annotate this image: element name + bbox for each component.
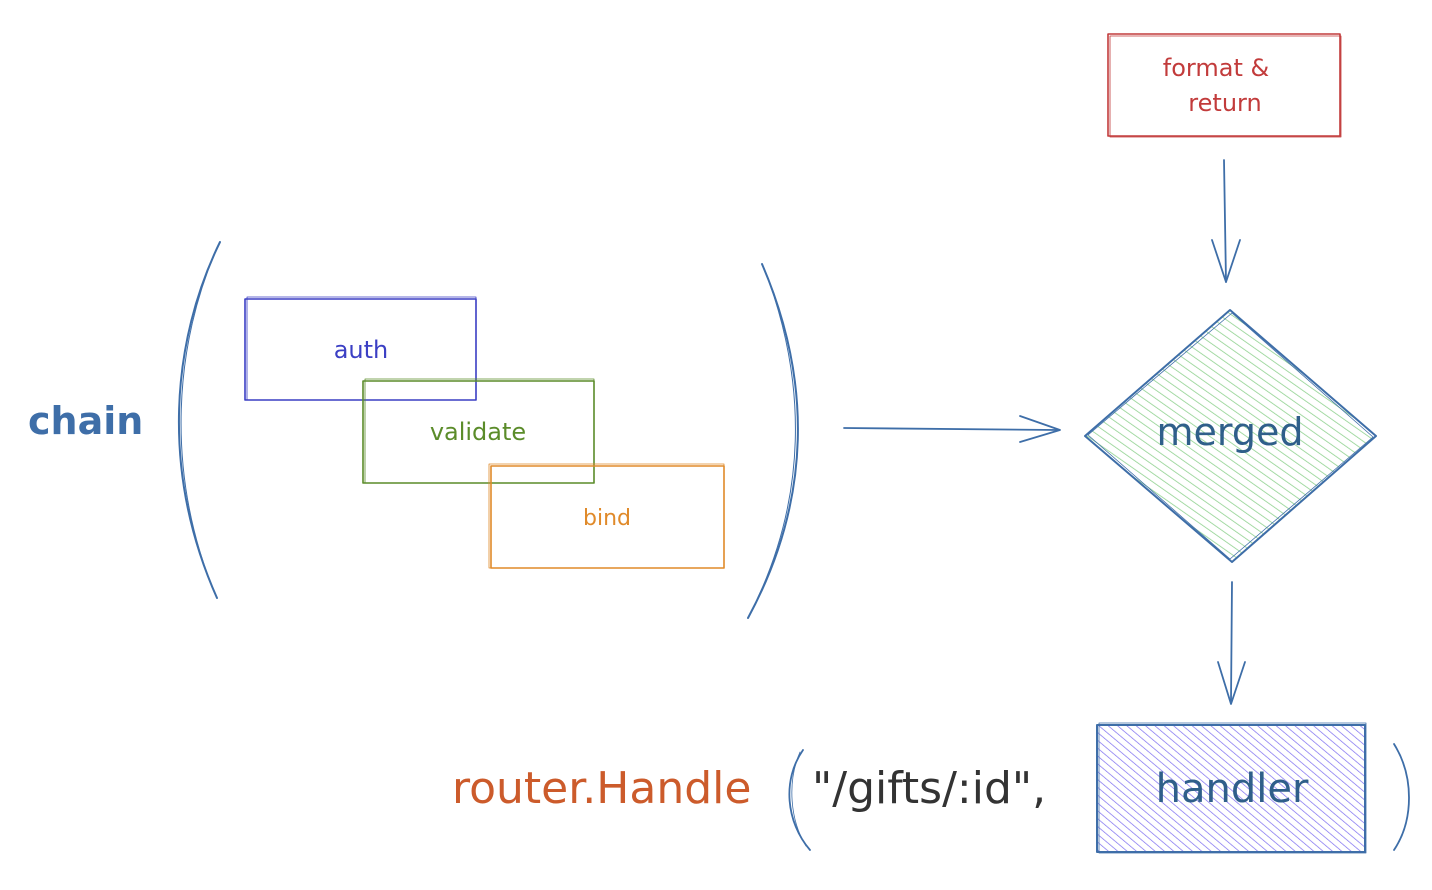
merged-diamond: merged: [1084, 309, 1377, 563]
validate-box: validate: [362, 378, 595, 484]
chain-open-paren: [177, 241, 221, 599]
handler-box: handler: [1096, 722, 1367, 854]
validate-label: validate: [430, 418, 526, 446]
route-path-text: "/gifts/:id",: [812, 763, 1046, 814]
handler-label: handler: [1156, 766, 1309, 812]
bind-label: bind: [583, 506, 631, 531]
merged-label: merged: [1157, 410, 1304, 454]
chain-label: chain: [28, 399, 143, 443]
auth-label: auth: [334, 336, 389, 364]
auth-box: auth: [244, 296, 477, 401]
chain-close-paren: [747, 263, 799, 619]
arrow-merged-to-handler: [1217, 581, 1246, 705]
bind-box: bind: [488, 463, 725, 569]
return-label: return: [1188, 89, 1261, 117]
format-label: format &: [1163, 54, 1269, 82]
arrow-format-to-merged: [1211, 159, 1241, 283]
format-return-box: format & return: [1107, 33, 1342, 138]
arrow-chain-to-merged: [843, 415, 1061, 443]
router-handle-text: router.Handle: [452, 763, 751, 814]
router-close-paren: [1393, 743, 1410, 851]
